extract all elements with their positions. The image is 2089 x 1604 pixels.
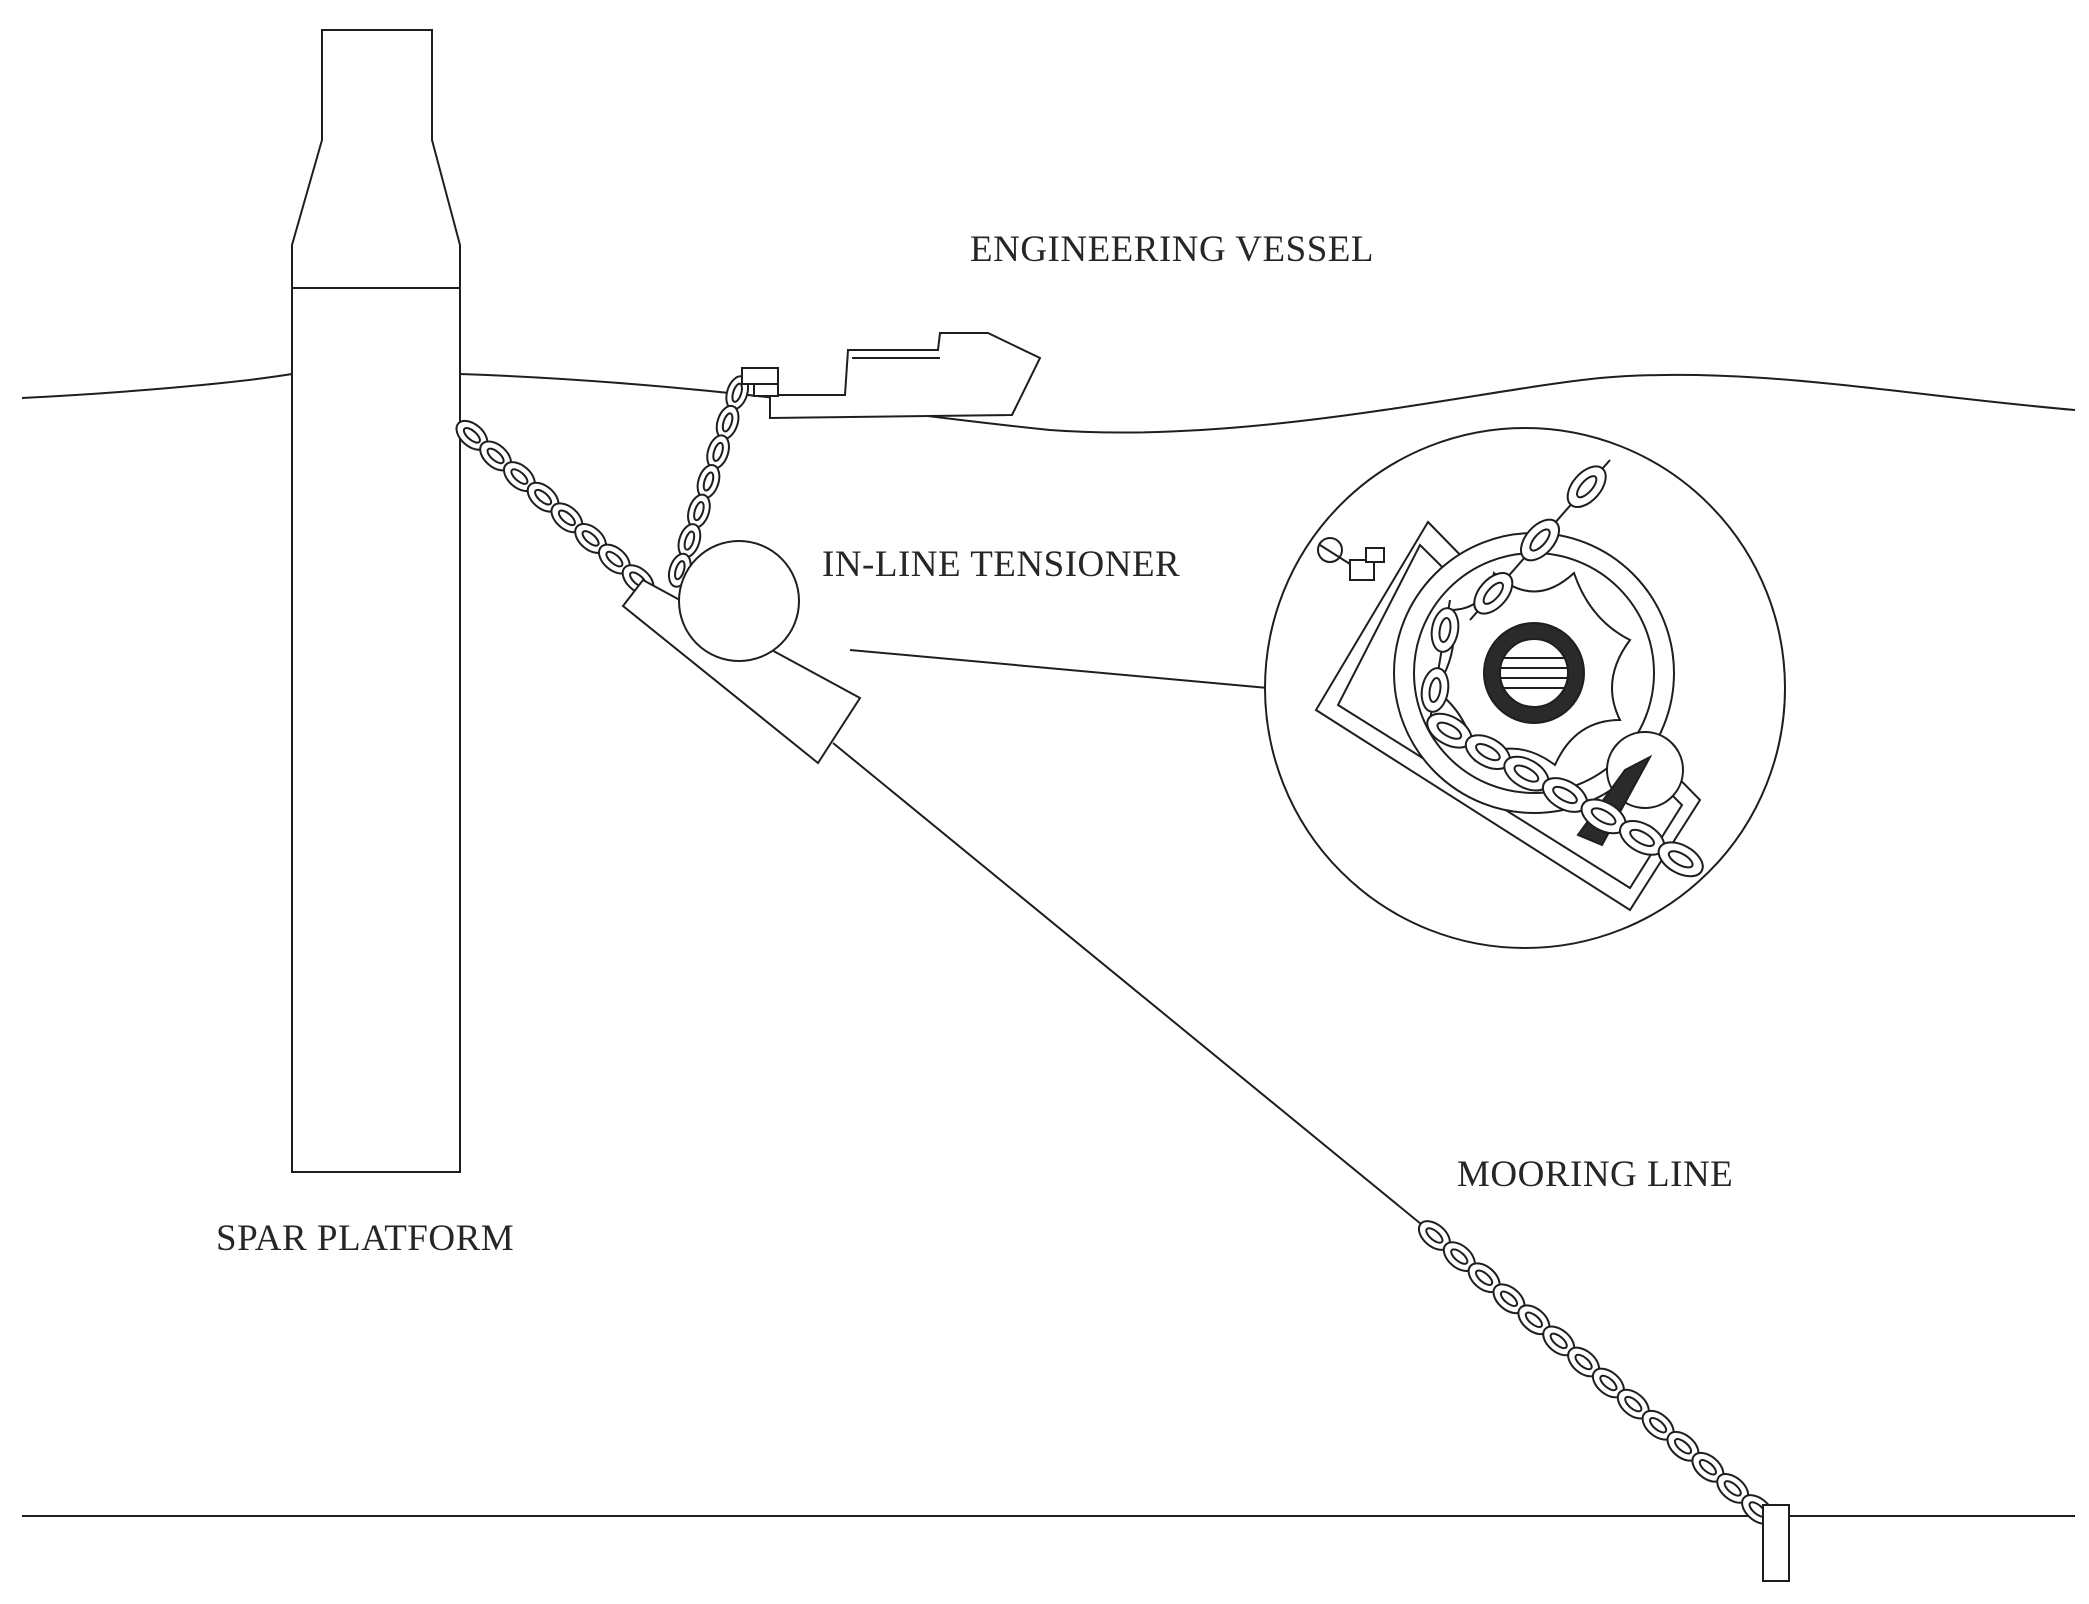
chain-link-inner <box>1574 1353 1593 1371</box>
chain-link-inner <box>1549 1332 1568 1350</box>
chain-link-inner <box>1529 528 1551 552</box>
chain-link-inner <box>1425 1227 1444 1244</box>
chain-link-inner <box>1629 828 1655 847</box>
chain-link-inner <box>605 550 624 568</box>
chain-link-inner <box>1624 1395 1643 1413</box>
chain-link-inner <box>1590 807 1617 826</box>
chain-link-inner <box>702 471 715 492</box>
tensioner-detail-view <box>1264 427 1786 949</box>
label-engineering-vessel: ENGINEERING VESSEL <box>970 229 1374 270</box>
detail-hub-inner <box>1499 638 1569 708</box>
chain-link-inner <box>462 427 481 444</box>
chain-link-inner <box>1482 581 1504 605</box>
chain-link <box>1657 841 1704 878</box>
chain-link-inner <box>674 560 686 581</box>
chain-link-inner <box>557 509 576 527</box>
detail-chain <box>1420 459 1704 878</box>
detail-side-shackle <box>1317 537 1385 581</box>
in-line-tensioner <box>621 540 862 765</box>
chain-link-inner <box>1552 785 1578 805</box>
chain-link-inner <box>1499 1290 1519 1308</box>
spar-platform <box>291 29 461 1173</box>
chain-lower-mooring <box>1417 1220 1775 1525</box>
chain-link-inner <box>1524 1311 1543 1329</box>
chain-spar-to-tensioner <box>455 419 655 596</box>
leader-line <box>849 649 1269 689</box>
chain-link-inner <box>1723 1480 1742 1497</box>
anchor-pile <box>1762 1504 1790 1582</box>
chain-link <box>1430 607 1460 653</box>
chain-link <box>1420 667 1450 713</box>
chain-link-inner <box>721 412 734 433</box>
chain-link-inner <box>1428 677 1442 703</box>
chain-link-inner <box>486 447 505 465</box>
chain-vessel-to-tensioner <box>667 375 750 588</box>
chain-link-inner <box>510 468 529 485</box>
chain-link-inner <box>1450 1248 1469 1265</box>
chain-link-inner <box>1673 1438 1693 1455</box>
label-spar-platform: SPAR PLATFORM <box>216 1218 515 1259</box>
chain-link-inner <box>683 530 696 551</box>
chain-link-inner <box>693 501 705 522</box>
chain-link-inner <box>1698 1459 1717 1476</box>
chain-link-inner <box>581 530 600 547</box>
chain-link-inner <box>1475 743 1501 762</box>
chain-link-inner <box>1576 475 1598 499</box>
chain-link-inner <box>1649 1416 1668 1434</box>
chain-link-inner <box>1599 1374 1618 1392</box>
chain-link-inner <box>1475 1269 1494 1286</box>
chain-link-inner <box>1513 764 1540 783</box>
mooring-wire <box>832 742 1433 1234</box>
chain-link-inner <box>1438 617 1452 643</box>
label-in-line-tensioner: IN-LINE TENSIONER <box>822 544 1181 585</box>
chain-link-inner <box>712 441 724 462</box>
label-mooring-line: MOORING LINE <box>1457 1154 1734 1195</box>
engineering-vessel <box>741 332 1042 420</box>
chain-link-inner <box>731 382 743 403</box>
chain-link-inner <box>1667 850 1694 869</box>
chain-link-inner <box>534 488 553 506</box>
chain-link-inner <box>1436 721 1463 740</box>
